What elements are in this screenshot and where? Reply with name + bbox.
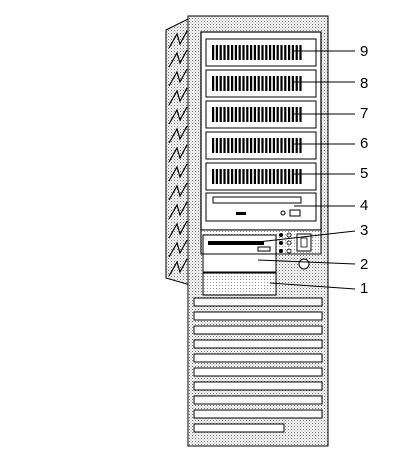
vent-slot (193, 423, 285, 433)
door-slat (168, 220, 188, 239)
vent-slot (193, 353, 323, 363)
door-slat (168, 258, 188, 277)
front-door (165, 17, 191, 286)
callout-5: 5 (360, 165, 368, 182)
callout-3: 3 (360, 222, 368, 239)
callout-8: 8 (360, 75, 368, 92)
door-slat (168, 201, 188, 220)
callout-7: 7 (360, 105, 368, 122)
drive-bay-2 (202, 253, 277, 273)
callout-1: 1 (360, 280, 368, 297)
callout-labels: 9 8 7 6 5 4 3 2 1 (360, 43, 368, 297)
vent-slot (193, 339, 323, 349)
callout-9: 9 (360, 43, 368, 60)
reset-button (298, 258, 310, 270)
ventilation-slots (193, 297, 323, 433)
callout-leaders (257, 50, 356, 290)
door-slat (168, 49, 188, 68)
door-slat (168, 182, 188, 201)
door-slat (168, 163, 188, 182)
hot-swap-bay (205, 162, 317, 191)
door-slat (168, 87, 188, 106)
hot-swap-bay (205, 69, 317, 98)
cdrom-drive (205, 192, 317, 222)
callout-2: 2 (360, 256, 368, 273)
diskette-drive (202, 234, 277, 255)
door-slat (168, 68, 188, 87)
vent-slot (193, 311, 323, 321)
hot-swap-bay (205, 38, 317, 67)
callout-6: 6 (360, 135, 368, 152)
vent-slot (193, 409, 323, 419)
callout-4: 4 (360, 197, 368, 214)
leader-line (257, 230, 356, 243)
leader-line (269, 282, 356, 290)
vent-slot (193, 367, 323, 377)
door-slats (168, 30, 188, 277)
vent-slot (193, 297, 323, 307)
power-switch (296, 233, 312, 252)
hot-swap-bays (205, 38, 317, 191)
door-slat (168, 144, 188, 163)
leader-line (257, 259, 356, 265)
vent-slot (193, 395, 323, 405)
door-slat (168, 30, 188, 49)
hot-swap-bay (205, 131, 317, 160)
vent-slot (193, 381, 323, 391)
hot-swap-bay (205, 100, 317, 129)
drive-bay-1 (202, 272, 277, 296)
door-slat (168, 106, 188, 125)
vent-slot (193, 325, 323, 335)
door-slat (168, 239, 188, 258)
door-slat (168, 125, 188, 144)
